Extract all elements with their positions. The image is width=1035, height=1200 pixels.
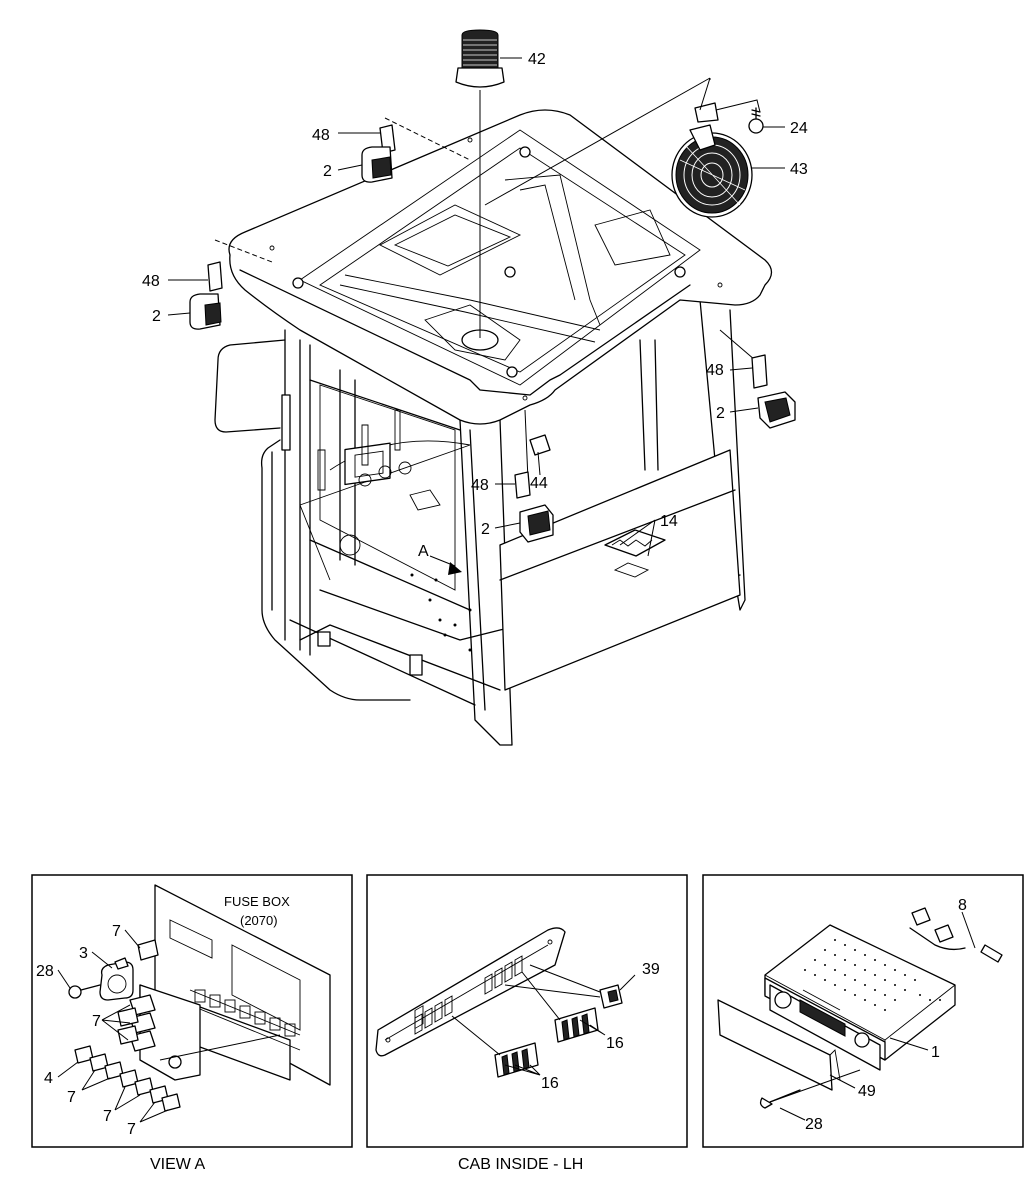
caption-view-a: VIEW A xyxy=(150,1156,205,1173)
cab-inside-panel xyxy=(375,927,636,1078)
callout-28-view-a: 28 xyxy=(36,963,54,980)
callout-42: 42 xyxy=(528,51,546,68)
callout-48-top: 48 xyxy=(312,127,330,144)
callout-2-top: 2 xyxy=(323,163,332,180)
cab-inside-callouts: 39 16 16 xyxy=(541,961,660,1092)
callout-7-low-c: 7 xyxy=(127,1121,136,1138)
callout-48-left: 48 xyxy=(142,273,160,290)
radio-frame xyxy=(702,874,1024,1148)
callout-16-lower: 16 xyxy=(541,1075,559,1092)
callout-14: 14 xyxy=(660,513,678,530)
fuse-box-assembly xyxy=(57,884,331,1123)
speaker-right xyxy=(719,329,796,429)
callout-3: 3 xyxy=(79,945,88,962)
captions: VIEW A CAB INSIDE - LH xyxy=(150,1156,583,1173)
radio-callouts: 8 1 49 28 xyxy=(805,897,967,1133)
callout-44: 44 xyxy=(530,475,548,492)
callout-2-right: 2 xyxy=(716,405,725,422)
caption-cab-inside: CAB INSIDE - LH xyxy=(458,1156,583,1173)
cab-assembly xyxy=(214,109,773,746)
speaker-top-left xyxy=(361,117,471,183)
callout-7-low-b: 7 xyxy=(103,1108,112,1125)
callout-48-lower: 48 xyxy=(471,477,489,494)
callout-1: 1 xyxy=(931,1044,940,1061)
callout-16-upper: 16 xyxy=(606,1035,624,1052)
callout-2-lower: 2 xyxy=(481,521,490,538)
callout-43: 43 xyxy=(790,161,808,178)
speaker-left xyxy=(189,239,273,330)
callout-24: 24 xyxy=(790,120,808,137)
callout-7-mid: 7 xyxy=(92,1013,101,1030)
fuse-box-label: FUSE BOX xyxy=(224,894,290,909)
view-a-arrow-label: A xyxy=(418,543,429,560)
cab-fan xyxy=(484,77,761,218)
callout-7-low-a: 7 xyxy=(67,1089,76,1106)
fuse-box-code: (2070) xyxy=(240,913,278,928)
main-callouts: 42 24 43 48 2 48 2 48 2 48 44 2 14 A xyxy=(142,51,808,560)
view-a-callouts: FUSE BOX (2070) 7 3 28 7 4 7 7 7 xyxy=(36,894,290,1138)
callout-8: 8 xyxy=(958,897,967,914)
leader-lines xyxy=(167,57,785,575)
callout-7-top: 7 xyxy=(112,923,121,940)
view-a-frame xyxy=(31,874,353,1148)
radio-assembly xyxy=(717,907,1003,1121)
callout-39: 39 xyxy=(642,961,660,978)
cab-inside-frame xyxy=(366,874,688,1148)
callout-2-left: 2 xyxy=(152,308,161,325)
callout-48-right: 48 xyxy=(706,362,724,379)
callout-28-radio: 28 xyxy=(805,1116,823,1133)
callout-4: 4 xyxy=(44,1070,53,1087)
beacon-lamp xyxy=(455,29,505,338)
speaker-lower xyxy=(514,409,554,543)
bolt-24 xyxy=(748,107,764,134)
callout-49: 49 xyxy=(858,1083,876,1100)
